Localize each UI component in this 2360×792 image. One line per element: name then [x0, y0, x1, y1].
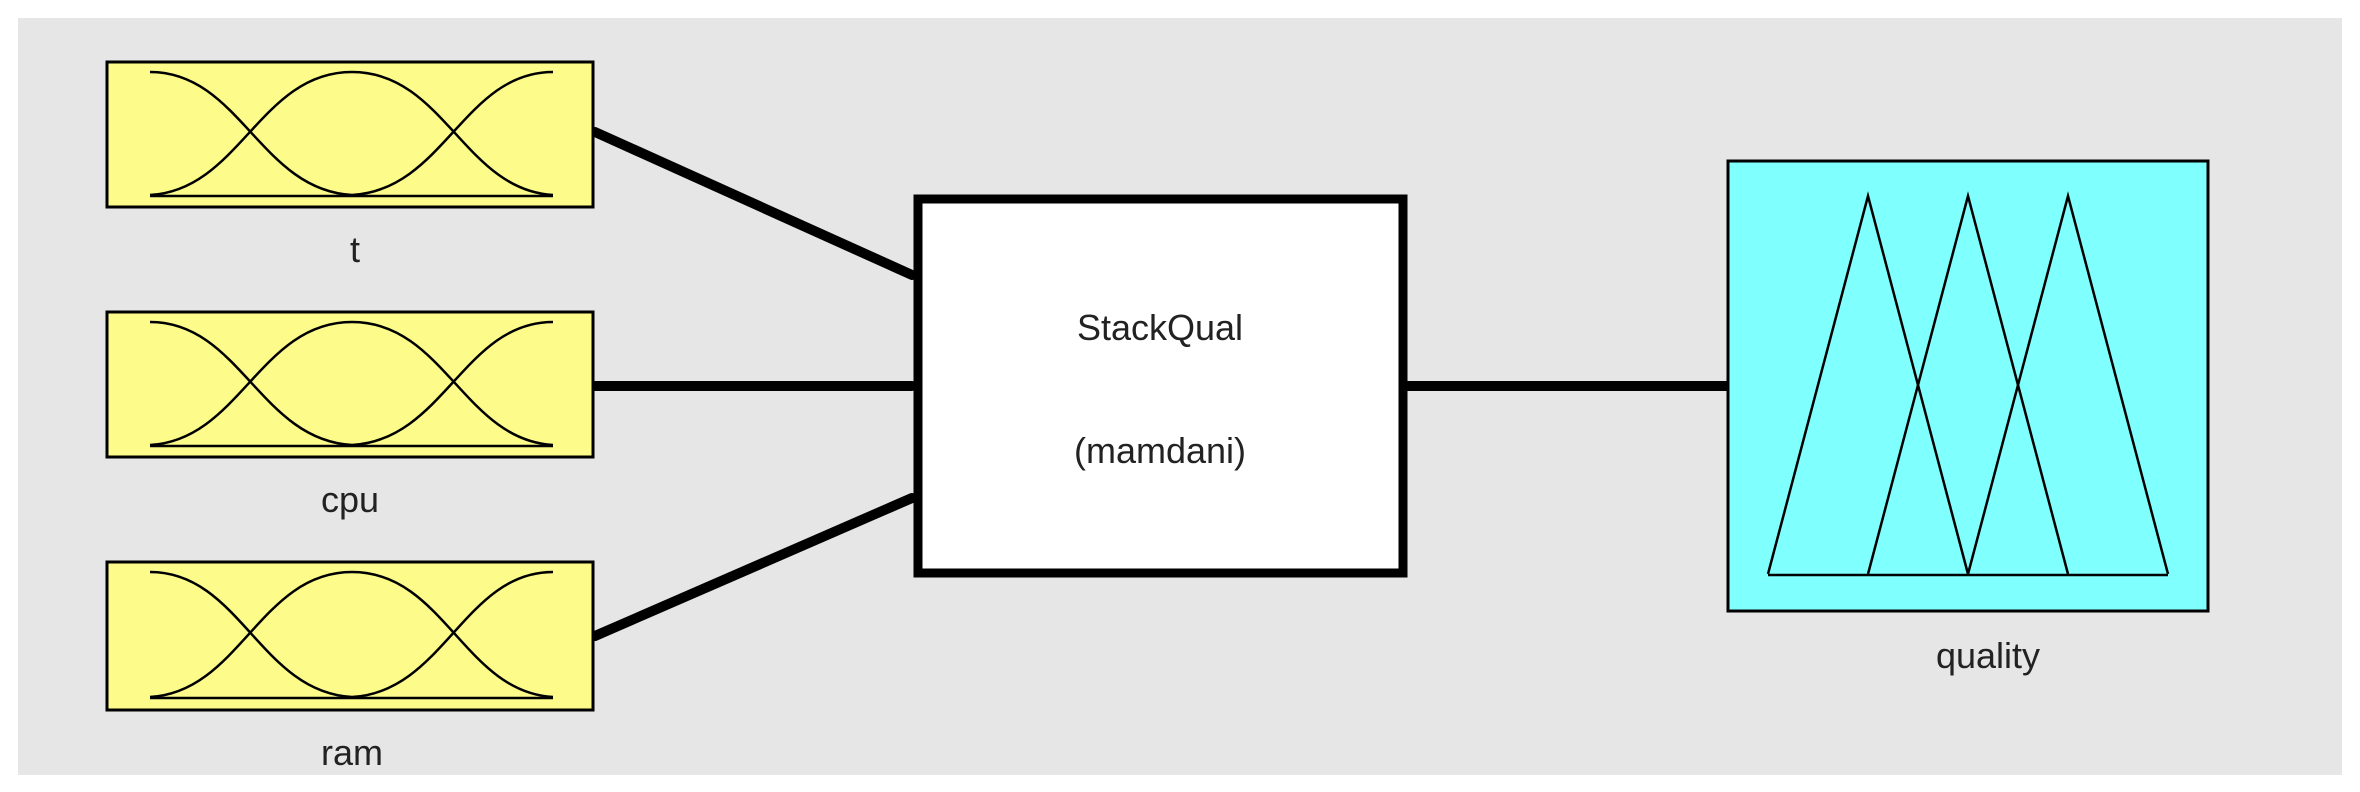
output-box[interactable] [1726, 159, 2210, 613]
fis-system-block[interactable]: StackQual (mamdani) [913, 194, 1408, 578]
connector-t [590, 127, 917, 280]
membership-functions-icon [149, 320, 554, 448]
system-name: StackQual [1077, 307, 1243, 348]
membership-functions-icon [149, 570, 554, 700]
system-type: (mamdani) [1074, 430, 1246, 471]
output-label: quality [1936, 635, 2040, 676]
input-label: t [350, 229, 360, 270]
input-box[interactable] [105, 60, 595, 209]
input-box[interactable] [105, 310, 595, 459]
input-label: ram [321, 732, 383, 773]
system-box[interactable] [913, 194, 1408, 578]
triangular-membership-functions-icon [1766, 191, 2170, 577]
output-block-quality[interactable]: quality [1726, 159, 2210, 676]
input-block-ram[interactable]: ram [105, 560, 595, 773]
input-block-t[interactable]: t [105, 60, 595, 270]
membership-functions-icon [149, 70, 554, 198]
connector-ram [590, 493, 917, 641]
input-label: cpu [321, 479, 379, 520]
input-block-cpu[interactable]: cpu [105, 310, 595, 520]
